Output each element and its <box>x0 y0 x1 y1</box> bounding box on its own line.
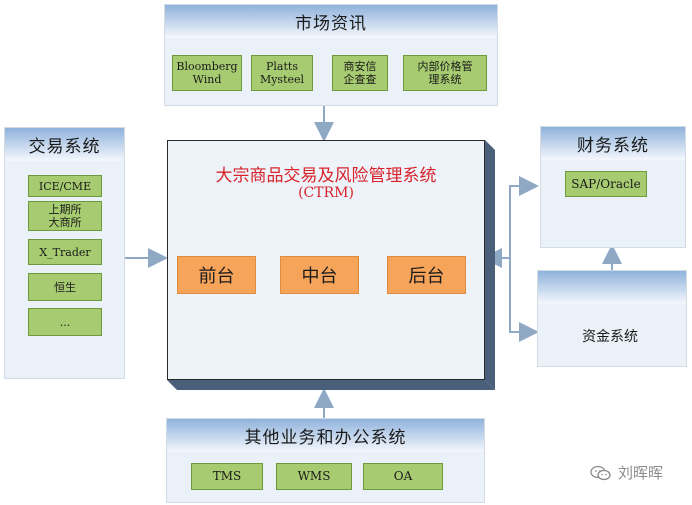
finance-title: 财务系统 <box>541 127 685 160</box>
trading-item-x-trader: X_Trader <box>28 239 102 265</box>
market-item-bloomberg: Bloomberg Wind <box>172 55 242 91</box>
funds-panel: 资金系统 <box>537 270 687 367</box>
trading-item-shfe-dce: 上期所 大商所 <box>28 201 102 231</box>
wechat-icon <box>590 465 612 481</box>
trading-panel: 交易系统 ICE/CME 上期所 大商所 X_Trader 恒生 ... <box>4 127 125 379</box>
market-item-shanganxin: 商安信 企查查 <box>332 55 388 91</box>
finance-panel: 财务系统 SAP/Oracle <box>540 126 686 248</box>
other-item-wms: WMS <box>276 463 352 490</box>
trading-item-ice-cme: ICE/CME <box>28 175 102 197</box>
other-item-tms: TMS <box>191 463 263 490</box>
other-systems-panel: 其他业务和办公系统 TMS WMS OA <box>166 418 485 503</box>
watermark-text: 刘晖晖 <box>618 464 664 482</box>
ctrm-subtitle: (CTRM) <box>298 185 354 201</box>
market-info-title: 市场资讯 <box>165 5 497 38</box>
back-office-box: 后台 <box>387 256 466 294</box>
arrow-ctrm-to-finance <box>509 176 539 258</box>
funds-header-band <box>538 271 686 304</box>
front-office-box: 前台 <box>177 256 256 294</box>
market-item-platts: Platts Mysteel <box>251 55 313 91</box>
watermark: 刘晖晖 <box>590 462 663 483</box>
ctrm-title: 大宗商品交易及风险管理系统 <box>215 166 437 186</box>
other-systems-title: 其他业务和办公系统 <box>167 419 484 452</box>
other-item-oa: OA <box>363 463 443 490</box>
ctrm-3d-right <box>485 140 495 390</box>
market-item-internal-price: 内部价格管 理系统 <box>403 55 487 91</box>
market-info-panel: 市场资讯 Bloomberg Wind Platts Mysteel 商安信 企… <box>164 4 498 106</box>
ctrm-3d-bottom <box>167 380 495 390</box>
middle-office-box: 中台 <box>280 256 359 294</box>
finance-item-sap-oracle: SAP/Oracle <box>565 171 647 197</box>
funds-title: 资金系统 <box>582 329 638 345</box>
arrow-ctrm-to-funds <box>509 258 539 342</box>
trading-item-more: ... <box>28 308 102 336</box>
trading-title: 交易系统 <box>5 128 124 161</box>
trading-item-hengsheng: 恒生 <box>28 273 102 301</box>
